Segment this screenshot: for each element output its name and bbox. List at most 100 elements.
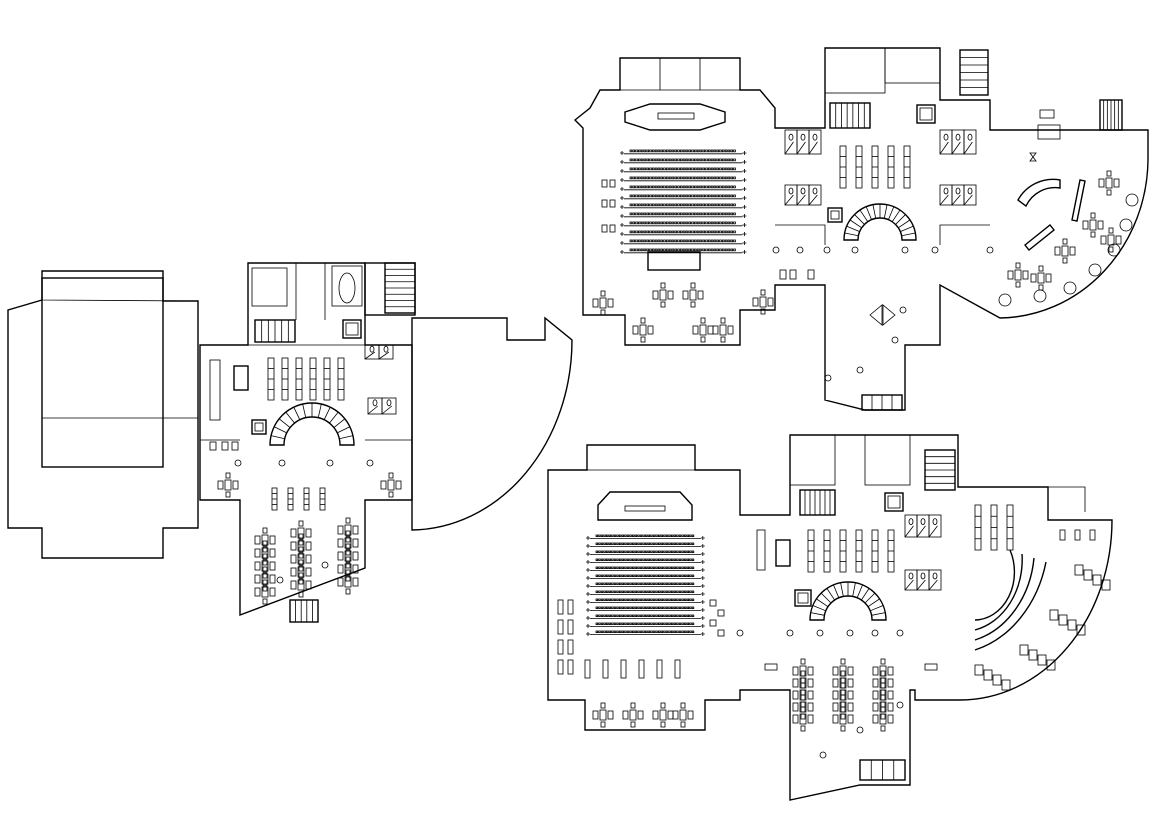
- auditorium-seat: [643, 203, 647, 207]
- office-room: [884, 47, 941, 84]
- chair: [269, 587, 276, 597]
- auditorium-seat: [660, 606, 664, 610]
- auditorium-seat: [666, 185, 669, 189]
- auditorium-seat: [606, 550, 609, 554]
- auditorium-seat: [606, 558, 609, 562]
- auditorium-seat: [671, 630, 674, 634]
- auditorium-seat: [722, 185, 725, 189]
- chair: [290, 541, 297, 551]
- auditorium-seat: [658, 630, 661, 634]
- stall-door: [367, 405, 379, 415]
- auditorium-seat: [629, 167, 633, 171]
- table: [656, 659, 663, 679]
- stair-tread: [339, 435, 354, 440]
- auditorium-seat: [638, 185, 641, 189]
- auditorium-seat: [643, 185, 647, 189]
- auditorium-seat: [624, 566, 627, 570]
- aisle-light-icon: [700, 608, 705, 612]
- auditorium-seat: [646, 248, 649, 252]
- stall-door: [808, 141, 818, 155]
- chair: [717, 609, 725, 617]
- chair: [807, 666, 814, 676]
- auditorium-seat: [665, 582, 669, 586]
- toilet-stall: [808, 184, 822, 206]
- auditorium-seat: [716, 185, 719, 189]
- aisle-light-icon: [586, 624, 590, 628]
- chair: [217, 480, 224, 490]
- stair-tread: [854, 214, 865, 225]
- auditorium-seat: [722, 176, 725, 180]
- auditorium-seat: [684, 558, 687, 562]
- chair: [1062, 238, 1068, 245]
- auditorium-seat: [681, 574, 684, 578]
- auditorium-seat: [682, 194, 686, 198]
- chair: [1108, 227, 1114, 234]
- chair: [1089, 529, 1096, 541]
- chair: [298, 591, 304, 598]
- auditorium-seat: [643, 194, 647, 198]
- stair-tread: [812, 605, 826, 612]
- stall-door: [796, 194, 806, 206]
- auditorium-seat: [673, 542, 677, 546]
- auditorium-seat: [660, 185, 663, 189]
- auditorium-seat: [637, 574, 640, 578]
- auditorium-seat: [686, 598, 690, 602]
- auditorium-seat: [637, 630, 640, 634]
- auditorium-seat: [629, 239, 633, 243]
- table: [344, 563, 352, 575]
- aisle-light-icon: [620, 187, 624, 191]
- auditorium-seat: [686, 534, 690, 538]
- chair: [660, 282, 666, 289]
- auditorium-seat: [629, 558, 632, 562]
- study-table: [974, 664, 984, 676]
- auditorium-seat: [722, 239, 725, 243]
- auditorium-seat: [626, 534, 630, 538]
- chair: [840, 670, 846, 677]
- auditorium-seat: [619, 582, 622, 586]
- curved-bookshelf: [974, 561, 1047, 651]
- auditorium-seat: [665, 550, 669, 554]
- auditorium-seat: [652, 212, 655, 216]
- aisle-light-icon: [700, 624, 705, 628]
- auditorium-seat: [696, 194, 700, 198]
- auditorium-seat: [671, 550, 674, 554]
- auditorium-seat: [626, 550, 630, 554]
- counter: [1071, 179, 1086, 222]
- auditorium-seat: [632, 582, 635, 586]
- auditorium-seat: [688, 176, 691, 180]
- auditorium-seat: [668, 230, 672, 234]
- auditorium-seat: [691, 239, 694, 243]
- auditorium-seat: [611, 534, 614, 538]
- auditorium-seat: [688, 185, 691, 189]
- auditorium-seat: [685, 230, 689, 234]
- table: [659, 289, 667, 301]
- auditorium-seat: [691, 558, 695, 562]
- auditorium-seat: [689, 606, 692, 610]
- toilet-stall: [951, 129, 965, 155]
- chair: [872, 690, 879, 700]
- auditorium-seat: [686, 574, 690, 578]
- auditorium-seat: [685, 194, 689, 198]
- stair-tread: [859, 209, 869, 222]
- chair: [1038, 265, 1044, 272]
- auditorium-seat: [640, 185, 644, 189]
- chair: [832, 678, 839, 688]
- auditorium-seat: [616, 550, 619, 554]
- stair-tread: [270, 435, 285, 440]
- column: [786, 629, 794, 637]
- auditorium-seat: [608, 550, 612, 554]
- auditorium-seat: [673, 582, 677, 586]
- auditorium-seat: [702, 194, 705, 198]
- chair: [640, 336, 646, 343]
- auditorium-seat: [629, 622, 632, 626]
- auditorium-seat: [608, 598, 612, 602]
- chair: [209, 441, 217, 451]
- table: [261, 560, 269, 572]
- chair: [352, 551, 359, 561]
- auditorium-seat: [611, 630, 614, 634]
- booth-table: [1107, 243, 1121, 257]
- auditorium-seat: [619, 622, 622, 626]
- auditorium-seat: [733, 158, 736, 162]
- aisle-light-icon: [620, 160, 624, 164]
